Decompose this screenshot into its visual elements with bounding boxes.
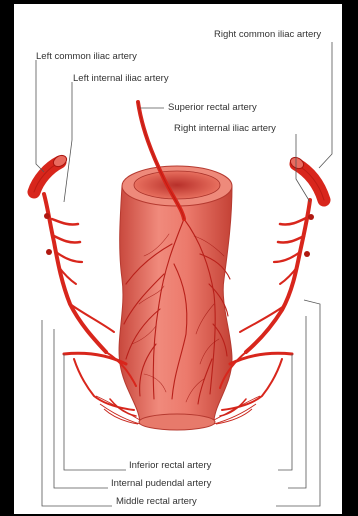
anatomy-illustration	[14, 4, 342, 514]
label-middle-rectal-artery: Middle rectal artery	[116, 496, 197, 507]
rectum-bottom	[139, 414, 215, 430]
rectum-lumen	[134, 171, 220, 199]
label-right-common-iliac-artery: Right common iliac artery	[214, 29, 321, 40]
label-right-internal-iliac-artery: Right internal iliac artery	[174, 123, 276, 134]
label-left-internal-iliac-artery: Left internal iliac artery	[73, 73, 169, 84]
label-left-common-iliac-artery: Left common iliac artery	[36, 51, 137, 62]
diagram-canvas: Right common iliac artery Left common il…	[14, 4, 342, 514]
label-internal-pudendal-artery: Internal pudendal artery	[111, 478, 211, 489]
label-superior-rectal-artery: Superior rectal artery	[168, 102, 257, 113]
label-inferior-rectal-artery: Inferior rectal artery	[129, 460, 211, 471]
right-iliac-arteries	[220, 164, 324, 416]
